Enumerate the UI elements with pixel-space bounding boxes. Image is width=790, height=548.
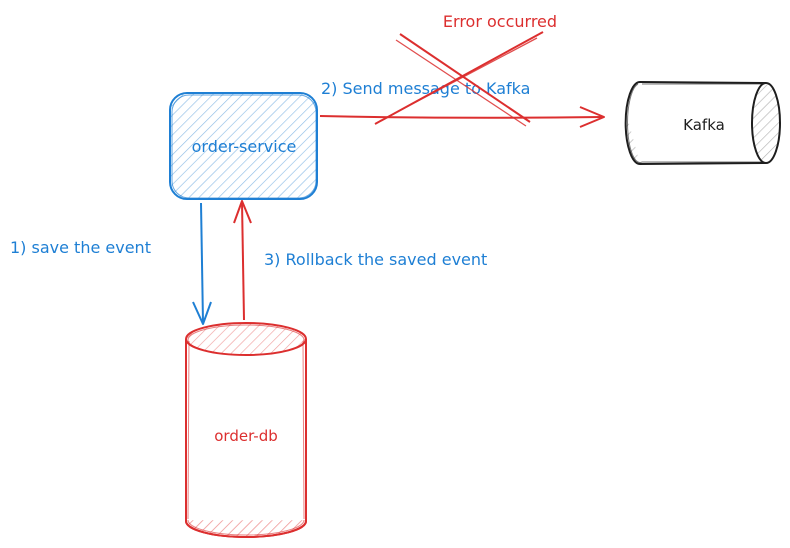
send-message-arrow[interactable] xyxy=(319,106,605,128)
order-db-node[interactable]: order-db xyxy=(185,322,307,538)
order-service-node[interactable]: order-service xyxy=(169,92,318,200)
send-message-label: 2) Send message to Kafka xyxy=(321,79,530,98)
kafka-label: Kafka xyxy=(683,116,725,134)
save-event-arrow[interactable] xyxy=(192,202,212,325)
order-service-label: order-service xyxy=(192,137,297,156)
save-event-label: 1) save the event xyxy=(10,238,151,257)
rollback-label: 3) Rollback the saved event xyxy=(264,250,487,269)
rollback-arrow[interactable] xyxy=(233,200,252,321)
kafka-node[interactable]: Kafka xyxy=(624,81,781,165)
order-db-label: order-db xyxy=(214,427,278,445)
error-label: Error occurred xyxy=(443,12,557,31)
error-cross-icon xyxy=(374,31,544,127)
